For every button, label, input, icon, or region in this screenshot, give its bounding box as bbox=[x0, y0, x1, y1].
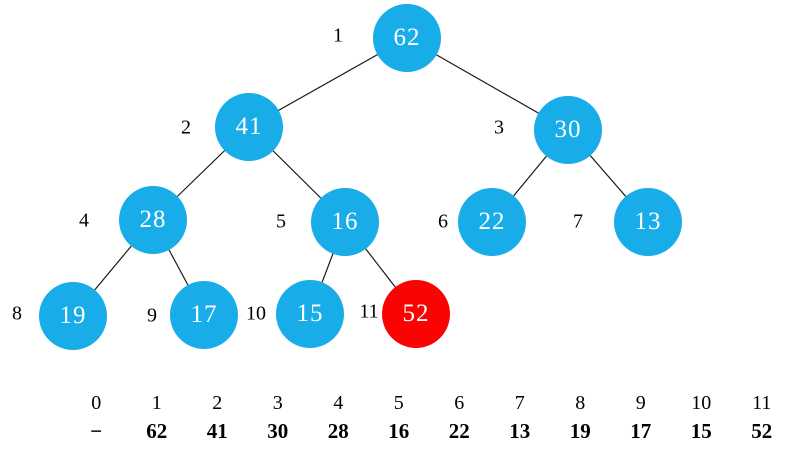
node-value: 22 bbox=[478, 208, 506, 235]
node-value: 16 bbox=[331, 208, 359, 235]
array-value-cell: 16 bbox=[388, 419, 410, 443]
node-index-label: 11 bbox=[359, 300, 379, 323]
node-value: 62 bbox=[393, 24, 421, 51]
tree-node: 16 bbox=[311, 188, 379, 256]
array-index-cell: 9 bbox=[635, 392, 646, 414]
array-index-cell: 11 bbox=[752, 392, 772, 414]
node-value: 28 bbox=[139, 206, 167, 233]
array-value-cell: 19 bbox=[569, 419, 591, 443]
node-index-label: 3 bbox=[494, 116, 504, 139]
node-value: 19 bbox=[59, 302, 87, 329]
array-index-cell: 4 bbox=[333, 392, 344, 414]
node-index-label: 1 bbox=[333, 24, 343, 47]
array-index-cell: 3 bbox=[272, 392, 283, 414]
array-index-cell: 7 bbox=[514, 392, 525, 414]
array-value-cell: 15 bbox=[690, 419, 712, 443]
array-value-cell: 17 bbox=[630, 419, 652, 443]
tree-node: 41 bbox=[215, 93, 283, 161]
tree-node: 22 bbox=[458, 188, 526, 256]
tree-node: 15 bbox=[276, 280, 344, 348]
array-index-cell: 8 bbox=[575, 392, 586, 414]
array-index-cell: 2 bbox=[212, 392, 223, 414]
array-index-cell: 1 bbox=[151, 392, 162, 414]
array-value-cell: 28 bbox=[327, 419, 349, 443]
node-value: 15 bbox=[296, 300, 324, 327]
array-value-cell: 22 bbox=[448, 419, 470, 443]
node-value: 30 bbox=[554, 116, 582, 143]
array-value-cell: 62 bbox=[146, 419, 168, 443]
node-index-label: 4 bbox=[79, 209, 89, 232]
tree-node: 19 bbox=[39, 282, 107, 350]
array-value-cell: 41 bbox=[206, 419, 228, 443]
node-index-label: 9 bbox=[147, 304, 157, 327]
node-value: 41 bbox=[235, 113, 263, 140]
node-index-label: 8 bbox=[12, 302, 22, 325]
node-index-label: 2 bbox=[181, 116, 191, 139]
tree-node: 30 bbox=[534, 96, 602, 164]
array-value-cell: 30 bbox=[267, 419, 289, 443]
node-index-label: 10 bbox=[246, 302, 266, 325]
array-index-cell: 5 bbox=[393, 392, 404, 414]
tree-node-highlighted: 52 bbox=[382, 280, 450, 348]
tree-node: 17 bbox=[170, 281, 238, 349]
array-value-cell: 52 bbox=[751, 419, 773, 443]
node-value: 13 bbox=[634, 208, 662, 235]
node-index-label: 6 bbox=[438, 210, 448, 233]
array-value-cell: − bbox=[90, 419, 103, 443]
node-index-label: 5 bbox=[276, 210, 286, 233]
array-index-cell: 0 bbox=[91, 392, 102, 414]
array-index-cell: 6 bbox=[454, 392, 465, 414]
array-index-row: 0 1 2 3 4 5 6 7 8 9 10 11 bbox=[66, 391, 792, 415]
tree-node: 13 bbox=[614, 188, 682, 256]
tree-node: 28 bbox=[119, 186, 187, 254]
node-value: 17 bbox=[190, 301, 218, 328]
tree-node: 62 bbox=[373, 4, 441, 72]
array-index-cell: 10 bbox=[691, 392, 712, 414]
node-index-label: 7 bbox=[573, 210, 583, 233]
array-value-row: − 62 41 30 28 16 22 13 19 17 15 52 bbox=[66, 417, 792, 445]
array-value-cell: 13 bbox=[509, 419, 531, 443]
node-value: 52 bbox=[402, 300, 430, 327]
